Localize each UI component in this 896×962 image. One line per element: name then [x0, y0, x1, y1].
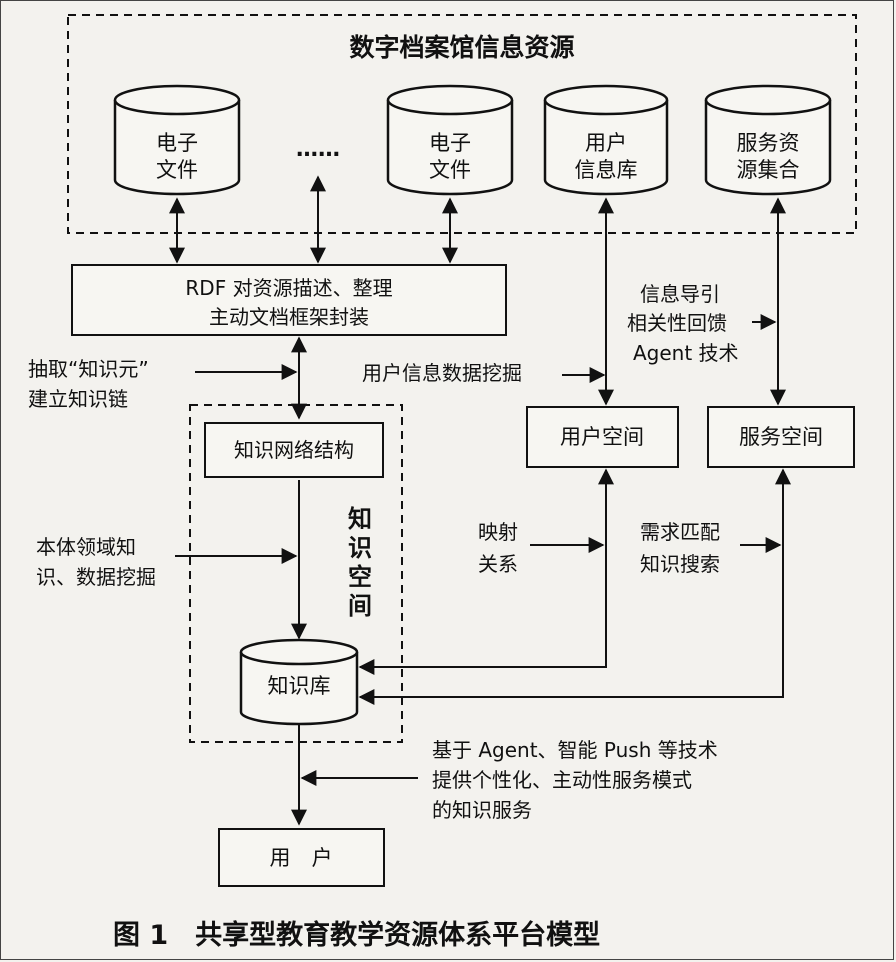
database-user-info: 用户 信息库	[543, 84, 669, 196]
knowledge-network-box	[204, 422, 384, 478]
svg-text:源集合: 源集合	[737, 158, 800, 182]
svg-text:用户: 用户	[585, 131, 627, 155]
svg-text:文件: 文件	[156, 158, 198, 182]
knowledge-base-label: 知识库	[268, 674, 331, 698]
extract-label-line-1: 抽取“知识元”	[28, 357, 149, 381]
service-space-box	[707, 406, 855, 468]
knowledge-space-label: 知 识 空 间	[348, 505, 372, 620]
svg-text:文件: 文件	[429, 158, 471, 182]
service-label-line-3: 的知识服务	[432, 798, 532, 822]
user-box	[218, 828, 385, 887]
mapping-label-line-1: 映射	[478, 520, 518, 544]
user-space-label: 用户空间	[560, 425, 644, 449]
database-e-file-1: 电子 文件	[113, 84, 241, 196]
rdf-line-2: 主动文档框架封装	[209, 305, 369, 329]
service-space-label: 服务空间	[739, 425, 823, 449]
extract-label-line-2: 建立知识链	[28, 387, 128, 411]
info-guide-line-2: 相关性回馈	[627, 311, 727, 335]
info-guide-line-1: 信息导引	[640, 282, 720, 306]
knowledge-base-cylinder: 知识库	[239, 638, 359, 726]
arrow-servicespace-kb	[358, 468, 791, 705]
svg-text:服务资: 服务资	[737, 131, 800, 155]
mapping-label-line-2: 关系	[478, 552, 518, 576]
knowledge-network-label: 知识网络结构	[234, 438, 354, 462]
ellipsis: ……	[296, 137, 340, 162]
svg-text:间: 间	[348, 592, 372, 620]
figure-caption: 图 1 共享型教育教学资源体系平台模型	[113, 919, 600, 951]
info-guide-line-3: Agent 技术	[633, 341, 739, 365]
service-label-line-1: 基于 Agent、智能 Push 等技术	[432, 738, 718, 762]
archive-resources-region	[67, 14, 857, 234]
svg-text:电子: 电子	[429, 131, 471, 155]
user-space-box	[526, 406, 679, 468]
rdf-description-box	[71, 264, 507, 336]
user-mining-label: 用户信息数据挖掘	[362, 361, 522, 385]
archive-resources-title: 数字档案馆信息资源	[349, 33, 574, 62]
svg-text:空: 空	[348, 563, 372, 591]
service-label-line-2: 提供个性化、主动性服务模式	[432, 768, 692, 792]
ontology-label-line-2: 识、数据挖掘	[36, 565, 156, 589]
database-e-file-2: 电子 文件	[386, 84, 514, 196]
svg-text:电子: 电子	[156, 131, 198, 155]
user-label: 用 户	[270, 846, 333, 870]
rdf-line-1: RDF 对资源描述、整理	[185, 276, 392, 300]
ontology-label-line-1: 本体领域知	[36, 535, 136, 559]
svg-text:信息库: 信息库	[575, 158, 638, 182]
svg-text:知: 知	[348, 505, 372, 533]
svg-text:识: 识	[348, 534, 372, 562]
matching-label-line-1: 需求匹配	[640, 520, 720, 544]
database-service-resources: 服务资 源集合	[704, 84, 832, 196]
matching-label-line-2: 知识搜索	[640, 552, 720, 576]
